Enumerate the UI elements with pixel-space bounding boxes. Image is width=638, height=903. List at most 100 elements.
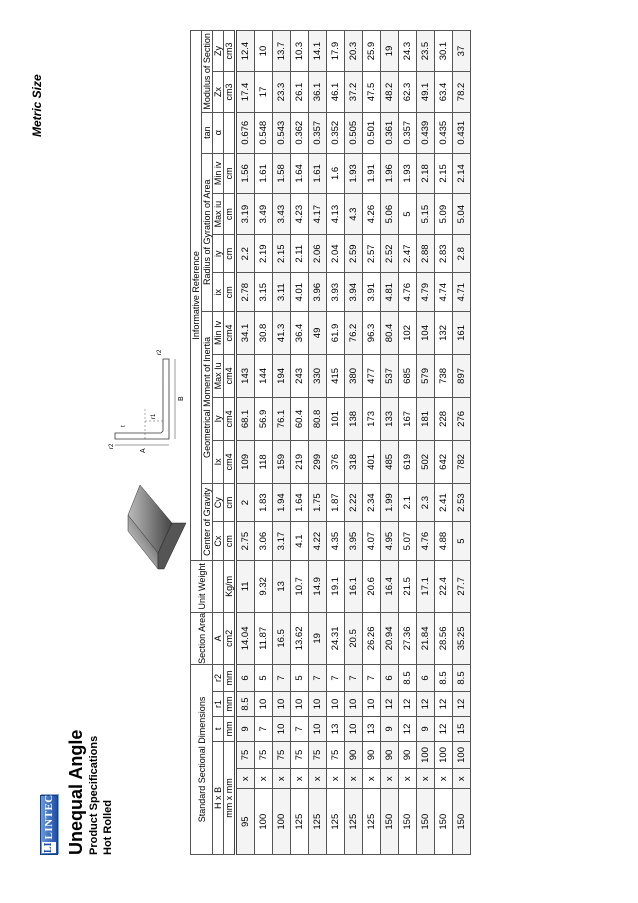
unit-ix: cm4 bbox=[223, 440, 236, 484]
cell-ry: 2.88 bbox=[416, 234, 435, 273]
dim-r2-label-top: r2 bbox=[109, 443, 115, 449]
cell-ru: 4.3 bbox=[344, 193, 363, 235]
cell-r2: 7 bbox=[362, 664, 381, 692]
cell-rv: 1.93 bbox=[398, 153, 417, 194]
cell-zy: 20.3 bbox=[344, 30, 363, 72]
cell-r1: 12 bbox=[398, 691, 417, 717]
cell-a: 27.36 bbox=[398, 612, 417, 665]
cell-iv: 80.4 bbox=[380, 311, 399, 355]
cell-r2: 7 bbox=[326, 664, 345, 692]
cell-a: 28.56 bbox=[434, 612, 453, 665]
cell-w: 22.4 bbox=[434, 560, 453, 613]
cell-x: x bbox=[452, 768, 471, 789]
cell-ry: 2.83 bbox=[434, 234, 453, 273]
cell-w: 14.9 bbox=[308, 560, 327, 613]
cell-ix: 219 bbox=[290, 440, 309, 484]
cell-h: 150 bbox=[398, 788, 417, 855]
cell-cx: 3.17 bbox=[272, 521, 291, 561]
dim-b-label: B bbox=[178, 396, 185, 401]
document-title: Unequal Angle bbox=[66, 729, 86, 855]
cell-rx: 4.71 bbox=[452, 272, 471, 312]
cell-b: 90 bbox=[398, 741, 417, 769]
header-unit-weight: Unit Weight bbox=[190, 560, 213, 613]
unit-t: mm bbox=[223, 716, 236, 742]
specification-table: Standard Sectional Dimensions Section Ar… bbox=[190, 30, 471, 855]
cell-a: 20.94 bbox=[380, 612, 399, 665]
cell-ry: 2.06 bbox=[308, 234, 327, 273]
cell-iu: 738 bbox=[434, 354, 453, 398]
cell-r2: 8.5 bbox=[434, 664, 453, 692]
cell-ry: 2.8 bbox=[452, 234, 471, 273]
cell-r1: 10 bbox=[308, 691, 327, 717]
cell-iu: 243 bbox=[290, 354, 309, 398]
cell-zx: 78.2 bbox=[452, 71, 471, 113]
cell-ix: 299 bbox=[308, 440, 327, 484]
cell-rv: 1.6 bbox=[326, 153, 345, 194]
cell-zy: 10.3 bbox=[290, 30, 309, 72]
cell-iy: 181 bbox=[416, 397, 435, 441]
cell-cy: 1.64 bbox=[290, 483, 309, 522]
cell-x: x bbox=[344, 768, 363, 789]
cell-h: 95 bbox=[235, 788, 255, 855]
header-moment-of-inertia: Geometrical Moment of Inertia bbox=[201, 311, 213, 484]
cell-zx: 62.3 bbox=[398, 71, 417, 113]
col-t: t bbox=[212, 716, 224, 742]
cell-zx: 37.2 bbox=[344, 71, 363, 113]
cell-ru: 5 bbox=[398, 193, 417, 235]
header-center-of-gravity: Center of Gravity bbox=[201, 483, 213, 561]
cell-zy: 13.7 bbox=[272, 30, 291, 72]
unit-riy: cm bbox=[223, 234, 236, 273]
cell-ix: 502 bbox=[416, 440, 435, 484]
cell-b: 90 bbox=[344, 741, 363, 769]
header-section-area: Section Area bbox=[190, 612, 213, 665]
col-r2: r2 bbox=[212, 664, 224, 692]
unit-cy: cm bbox=[223, 483, 236, 522]
unit-weight: Kg/m bbox=[223, 560, 236, 613]
unit-rix: cm bbox=[223, 272, 236, 312]
cell-ry: 2.15 bbox=[272, 234, 291, 273]
cell-t: 12 bbox=[434, 716, 453, 742]
cell-zx: 63.4 bbox=[434, 71, 453, 113]
cell-r2: 6 bbox=[235, 664, 255, 692]
cell-iy: 60.4 bbox=[290, 397, 309, 441]
cell-a: 26.26 bbox=[362, 612, 381, 665]
cell-cx: 4.76 bbox=[416, 521, 435, 561]
cell-iu: 579 bbox=[416, 354, 435, 398]
cell-h: 150 bbox=[416, 788, 435, 855]
cell-ru: 3.43 bbox=[272, 193, 291, 235]
cell-ry: 2.59 bbox=[344, 234, 363, 273]
unit-zy: cm3 bbox=[223, 30, 236, 72]
cell-ix: 782 bbox=[452, 440, 471, 484]
cell-tan: 0.357 bbox=[398, 112, 417, 154]
cell-ix: 109 bbox=[235, 440, 255, 484]
unit-area: cm2 bbox=[223, 612, 236, 665]
cell-zx: 17 bbox=[254, 71, 273, 113]
cell-r2: 8.5 bbox=[452, 664, 471, 692]
cell-t: 15 bbox=[452, 716, 471, 742]
cell-rx: 3.93 bbox=[326, 272, 345, 312]
cell-w: 19.1 bbox=[326, 560, 345, 613]
cell-r1: 10 bbox=[290, 691, 309, 717]
cell-iy: 138 bbox=[344, 397, 363, 441]
cell-zx: 36.1 bbox=[308, 71, 327, 113]
cell-w: 11 bbox=[235, 560, 255, 613]
cell-zx: 23.3 bbox=[272, 71, 291, 113]
cell-zy: 25.9 bbox=[362, 30, 381, 72]
col-hxb: H x B bbox=[212, 741, 224, 855]
cell-rv: 1.56 bbox=[235, 153, 255, 194]
dim-a-label: A bbox=[140, 448, 147, 453]
cell-ix: 376 bbox=[326, 440, 345, 484]
cell-ix: 485 bbox=[380, 440, 399, 484]
unit-min-iv: cm4 bbox=[223, 311, 236, 355]
cell-ru: 4.26 bbox=[362, 193, 381, 235]
cell-iv: 49 bbox=[308, 311, 327, 355]
cell-iv: 96.3 bbox=[362, 311, 381, 355]
cell-h: 125 bbox=[326, 788, 345, 855]
cell-iy: 276 bbox=[452, 397, 471, 441]
cell-iv: 132 bbox=[434, 311, 453, 355]
cell-tan: 0.501 bbox=[362, 112, 381, 154]
